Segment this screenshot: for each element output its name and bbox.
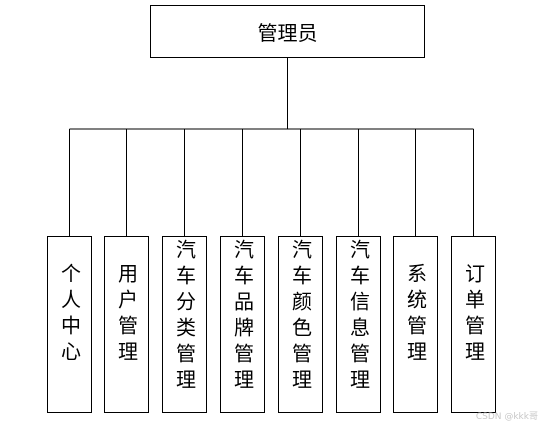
node-label: 用户管理 xyxy=(114,263,139,367)
root-node-label: 管理员 xyxy=(257,21,318,45)
node-label: 汽车颜色管理 xyxy=(288,239,313,395)
node-label: 汽车分类管理 xyxy=(172,239,197,395)
node-personal-center: 个人中心 xyxy=(47,236,92,413)
node-user-management: 用户管理 xyxy=(104,236,149,413)
node-label: 汽车品牌管理 xyxy=(230,239,255,395)
watermark: CSDN @kkk哥 xyxy=(475,412,538,422)
node-car-brand-management: 汽车品牌管理 xyxy=(220,236,265,413)
node-car-color-management: 汽车颜色管理 xyxy=(278,236,323,413)
node-label: 汽车信息管理 xyxy=(346,239,371,395)
node-label: 个人中心 xyxy=(57,263,82,367)
node-car-category-management: 汽车分类管理 xyxy=(162,236,207,413)
node-system-management: 系统管理 xyxy=(393,236,438,413)
node-label: 系统管理 xyxy=(403,263,428,367)
node-car-info-management: 汽车信息管理 xyxy=(336,236,381,413)
node-order-management: 订单管理 xyxy=(451,236,496,413)
node-label: 订单管理 xyxy=(461,263,486,367)
root-node-admin: 管理员 xyxy=(150,5,425,58)
